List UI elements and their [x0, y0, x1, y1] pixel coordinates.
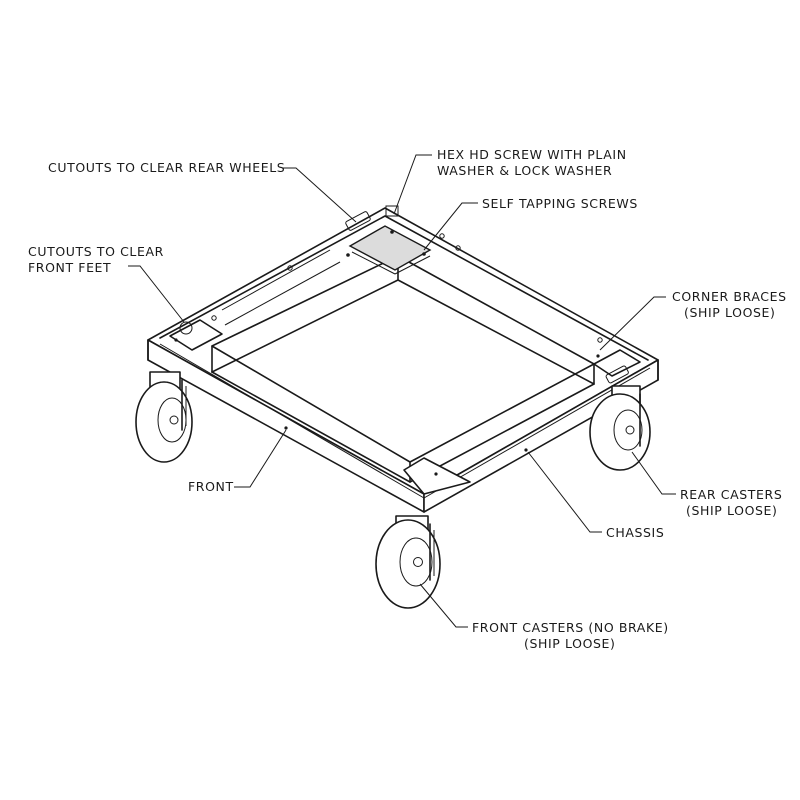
label-corner-braces-line2: (SHIP LOOSE) — [684, 305, 776, 320]
front-caster — [375, 515, 441, 609]
label-self-tapping-screws: SELF TAPPING SCREWS — [482, 196, 638, 211]
right-rear-caster — [589, 385, 651, 471]
label-corner-braces-line1: CORNER BRACES — [672, 289, 787, 304]
left-front-caster — [135, 371, 193, 463]
labels: CUTOUTS TO CLEAR REAR WHEELS HEX HD SCRE… — [28, 147, 787, 651]
label-rear-casters-line1: REAR CASTERS — [680, 487, 782, 502]
label-front-casters-line2: (SHIP LOOSE) — [524, 636, 616, 651]
label-cutouts-rear-wheels: CUTOUTS TO CLEAR REAR WHEELS — [48, 160, 285, 175]
label-front: FRONT — [188, 479, 234, 494]
label-hex-screw-line2: WASHER & LOCK WASHER — [437, 163, 612, 178]
label-hex-screw-line1: HEX HD SCREW WITH PLAIN — [437, 147, 627, 162]
label-cutouts-front-feet-line2: FRONT FEET — [28, 260, 111, 275]
label-front-casters-line1: FRONT CASTERS (NO BRAKE) — [472, 620, 669, 635]
label-rear-casters-line2: (SHIP LOOSE) — [686, 503, 778, 518]
label-chassis: CHASSIS — [606, 525, 664, 540]
leader-lines — [128, 154, 676, 628]
label-cutouts-front-feet-line1: CUTOUTS TO CLEAR — [28, 244, 164, 259]
chassis-frame — [147, 205, 659, 513]
